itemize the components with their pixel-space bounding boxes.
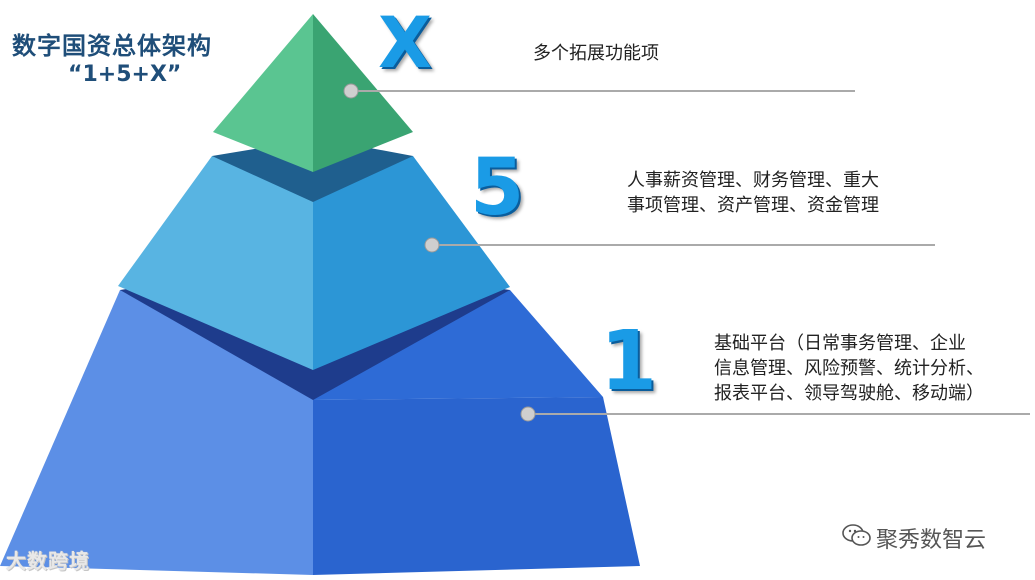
diagram-title: 数字国资总体架构 <box>12 32 212 60</box>
level-x-description: 多个拓展功能项 <box>533 41 659 66</box>
pyramid-tier-2-left-face <box>118 156 313 370</box>
level-x-desc-line: 多个拓展功能项 <box>533 43 659 64</box>
pyramid-tier-1-left-face <box>0 290 313 575</box>
pyramid-tier-2-band <box>212 148 413 202</box>
pyramid-tier-2-right-face <box>313 156 510 370</box>
diagram-subtitle: “1+5+X” <box>68 62 182 87</box>
leader-dot-5 <box>424 237 440 253</box>
level-1-number: 1 <box>600 314 658 409</box>
watermark-left: 大数跨境 <box>6 549 90 573</box>
level-1-desc-line: 报表平台、领导驾驶舱、移动端） <box>714 383 984 404</box>
level-5-desc-line: 人事薪资管理、财务管理、重大 <box>627 170 879 191</box>
leader-dot-1 <box>520 406 536 422</box>
level-5-description: 人事薪资管理、财务管理、重大 事项管理、资产管理、资金管理 <box>627 168 879 218</box>
level-5-number: 5 <box>470 143 525 233</box>
level-1-desc-line: 信息管理、风险预警、统计分析、 <box>714 358 984 379</box>
level-x-number: X <box>378 2 432 84</box>
pyramid-tier-3-left-face <box>213 14 313 172</box>
pyramid-tier-3-right-face <box>313 14 413 172</box>
level-1-desc-line: 基础平台（日常事务管理、企业 <box>714 333 966 354</box>
level-5-desc-line: 事项管理、资产管理、资金管理 <box>627 195 879 216</box>
wechat-icon <box>842 524 871 546</box>
leader-dot-x <box>343 83 359 99</box>
pyramid-tier-1-right-lower <box>313 397 640 575</box>
watermark-right: 聚秀数智云 <box>876 528 987 553</box>
level-1-description: 基础平台（日常事务管理、企业 信息管理、风险预警、统计分析、 报表平台、领导驾驶… <box>714 331 984 406</box>
